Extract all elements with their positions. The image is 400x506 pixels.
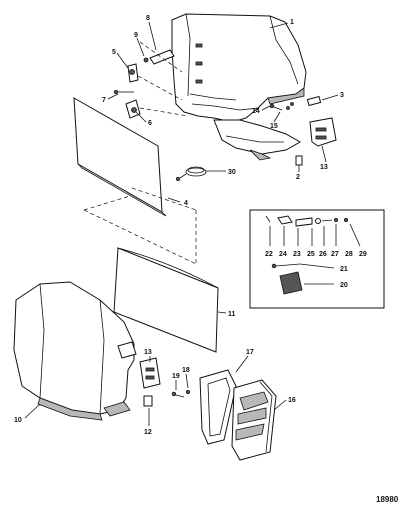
callout-11: 11 [228,311,236,318]
gasket-part-17 [199,369,237,445]
silencer-part-16 [231,379,277,461]
callout-17: 17 [246,349,254,356]
latch-plate-part-13-upper [309,117,337,147]
callout-21: 21 [340,266,348,273]
callout-8: 8 [146,15,150,22]
callout-9: 9 [134,32,138,39]
lower-cowl-part-10 [13,281,137,421]
callout-23: 23 [293,251,301,258]
cowl-lower-bracket [213,119,302,161]
callout-14: 14 [252,108,260,115]
callout-29: 29 [359,251,367,258]
callout-4: 4 [184,200,188,207]
lanyard-part-30 [175,166,207,181]
callout-2: 2 [296,174,300,181]
upper-cowl-part-1 [171,13,307,123]
callout-12: 12 [144,429,152,436]
leader-lines-bottom [24,355,287,426]
callout-26: 26 [319,251,327,258]
callout-13-upper: 13 [320,164,328,171]
screw-parts-14-15 [269,102,294,111]
inset-small-parts [265,215,361,295]
callout-25: 25 [307,251,315,258]
screws-parts-18-19 [171,389,190,398]
callout-15: 15 [270,123,278,130]
callout-5: 5 [112,49,116,56]
panel-part-4 [73,97,167,217]
callout-1: 1 [290,19,294,26]
callout-7: 7 [102,97,106,104]
callout-labels: 1 2 3 4 5 6 7 8 9 13 14 15 30 22 24 23 2… [14,15,367,436]
leader-lines-top [107,21,339,203]
bushing-part-2 [295,155,303,166]
callout-20: 20 [340,282,348,289]
figure-number: 18980 [376,495,399,504]
callout-10: 10 [14,417,22,424]
bushing-part-12 [143,395,153,407]
callout-27: 27 [331,251,339,258]
dashed-alignment-lines [83,41,197,265]
callout-3: 3 [340,92,344,99]
callout-19: 19 [172,373,180,380]
callout-16: 16 [288,397,296,404]
bracket-part-13-lower [139,357,161,389]
callout-28: 28 [345,251,353,258]
callout-6: 6 [148,120,152,127]
callout-18: 18 [182,367,190,374]
latch-hardware [114,49,175,119]
callout-22: 22 [265,251,273,258]
curved-panel-part-11 [113,247,227,353]
callout-30: 30 [228,169,236,176]
part-3-block [306,95,322,107]
inset-parts-box [249,209,385,309]
callout-24: 24 [279,251,287,258]
callout-13-lower: 13 [144,349,152,356]
